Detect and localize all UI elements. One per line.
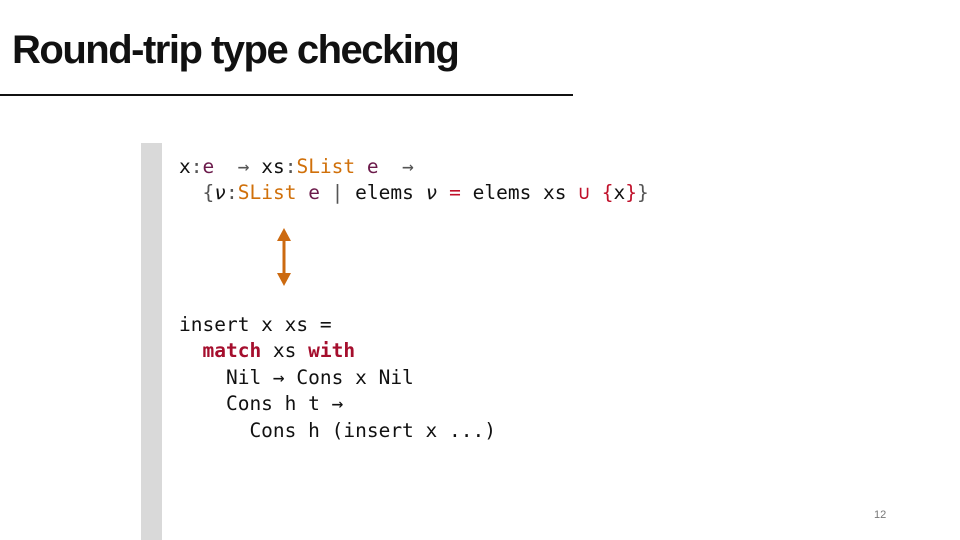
token: | [319, 181, 356, 205]
token [296, 181, 308, 204]
code-line: Nil → Cons x Nil [179, 365, 414, 389]
token [355, 155, 367, 178]
page-number: 12 [874, 509, 887, 521]
token: SList [296, 155, 356, 178]
code-line: insert x xs = [179, 313, 332, 336]
token: ∪ [578, 181, 591, 205]
token: elems xs [472, 181, 579, 205]
indent [179, 339, 202, 362]
token: e [366, 155, 379, 178]
token: ν [425, 181, 438, 205]
code-line: Cons h t → [179, 392, 344, 416]
code-token: xs [261, 339, 309, 363]
token: x [613, 181, 626, 205]
code-line: Cons h (insert x ...) [179, 418, 496, 442]
token: e [308, 181, 320, 205]
token: e [202, 155, 215, 178]
title-underline [0, 94, 573, 96]
token: = [437, 181, 473, 205]
slide-title: Round-trip type checking [12, 28, 460, 72]
token: : [284, 155, 297, 178]
token: { [202, 181, 215, 205]
token: ν [214, 181, 226, 205]
token [179, 181, 202, 204]
insert-function-code: insert x xs = match xs with Nil → Cons x… [179, 312, 496, 444]
token: → [214, 155, 262, 178]
type-signature: x:e → xs:SList e → {ν:SList e | elems ν … [179, 154, 649, 207]
token: x [179, 155, 191, 178]
token: xs [261, 155, 285, 178]
keyword-with: with [308, 339, 356, 363]
code-side-bar [141, 143, 162, 540]
keyword-match: match [202, 339, 262, 363]
token: → [378, 155, 414, 178]
double-arrow-icon [277, 228, 291, 286]
token: } [625, 181, 638, 205]
token [590, 181, 602, 204]
token: : [225, 181, 238, 205]
token: } [637, 181, 649, 205]
token: : [190, 155, 203, 178]
token: { [601, 181, 614, 205]
token: elems [355, 181, 426, 205]
token: SList [237, 181, 297, 205]
